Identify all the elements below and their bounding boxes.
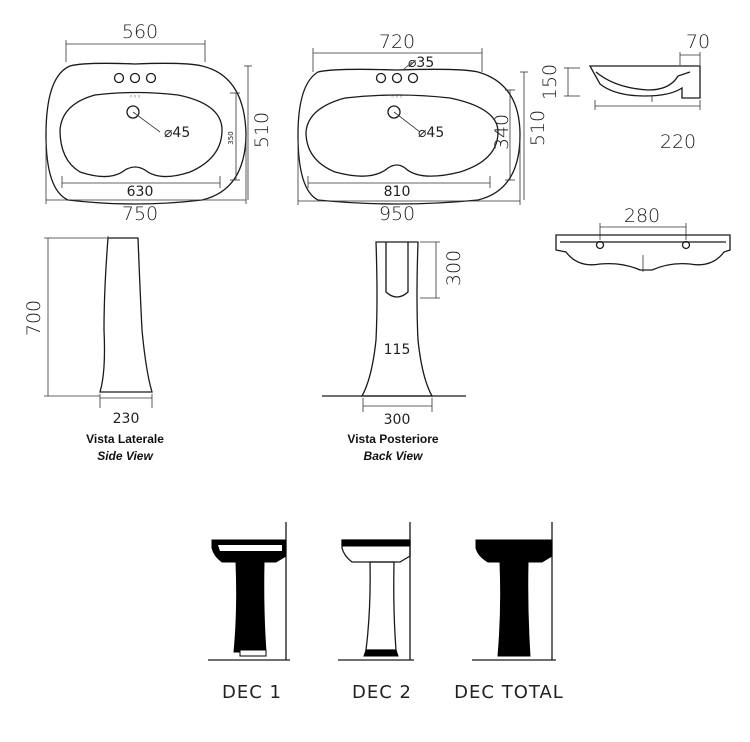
dim-front-holes: 280 bbox=[624, 205, 660, 227]
dim-section-height: 150 bbox=[539, 64, 561, 100]
dim-lip: 70 bbox=[686, 31, 710, 53]
dec-total-variant: DEC TOTAL bbox=[454, 522, 564, 703]
dim-back-slot-width: 115 bbox=[384, 342, 411, 358]
dim-inner-height-small: 350 bbox=[227, 131, 235, 144]
section-view: 70 150 220 bbox=[539, 31, 710, 153]
dim-height-small: 510 bbox=[251, 112, 273, 148]
top-view-small: 560 ◦◦◦ ⌀45 630 750 350 510 bbox=[45, 21, 273, 225]
dim-hole-large: ⌀45 bbox=[418, 125, 444, 141]
side-view: 700 230 Vista Laterale Side View bbox=[23, 236, 164, 463]
svg-text:◦◦◦: ◦◦◦ bbox=[129, 93, 141, 101]
dim-height-large: 510 bbox=[527, 110, 549, 146]
caption-back-it: Vista Posteriore bbox=[347, 432, 438, 446]
dec-1-variant: DEC 1 bbox=[208, 522, 290, 703]
dec-total-label: DEC TOTAL bbox=[454, 682, 564, 703]
caption-back-en: Back View bbox=[364, 449, 424, 463]
dim-hole-small: ⌀45 bbox=[164, 125, 190, 141]
dim-inner-height-large: 340 bbox=[491, 114, 513, 150]
dim-top-small: 560 bbox=[122, 21, 158, 43]
svg-text:◦◦◦: ◦◦◦ bbox=[391, 93, 403, 101]
caption-side-en: Side View bbox=[97, 449, 153, 463]
dim-depth: 220 bbox=[660, 131, 696, 153]
dim-inner-width-small: 630 bbox=[127, 184, 154, 200]
dim-back-base: 300 bbox=[384, 412, 411, 428]
dim-side-height: 700 bbox=[23, 300, 45, 336]
dim-inner-width-large: 810 bbox=[384, 184, 411, 200]
dec-1-label: DEC 1 bbox=[222, 682, 282, 703]
dim-top-large: 720 bbox=[379, 31, 415, 53]
front-view: 280 bbox=[555, 205, 731, 272]
dim-side-base: 230 bbox=[113, 411, 140, 427]
dec-2-variant: DEC 2 bbox=[338, 522, 414, 703]
dim-tap-hole-large: ⌀35 bbox=[408, 55, 434, 71]
dim-back-slot: 300 bbox=[443, 250, 465, 286]
top-view-large: 720 ⌀35 ◦◦◦ ⌀45 810 950 340 510 bbox=[297, 31, 549, 225]
dim-outer-width-large: 950 bbox=[379, 203, 415, 225]
dec-2-label: DEC 2 bbox=[352, 682, 412, 703]
caption-side-it: Vista Laterale bbox=[86, 432, 164, 446]
back-view: 300 115 300 Vista Posteriore Back View bbox=[322, 241, 466, 463]
dim-outer-width-small: 750 bbox=[122, 203, 158, 225]
